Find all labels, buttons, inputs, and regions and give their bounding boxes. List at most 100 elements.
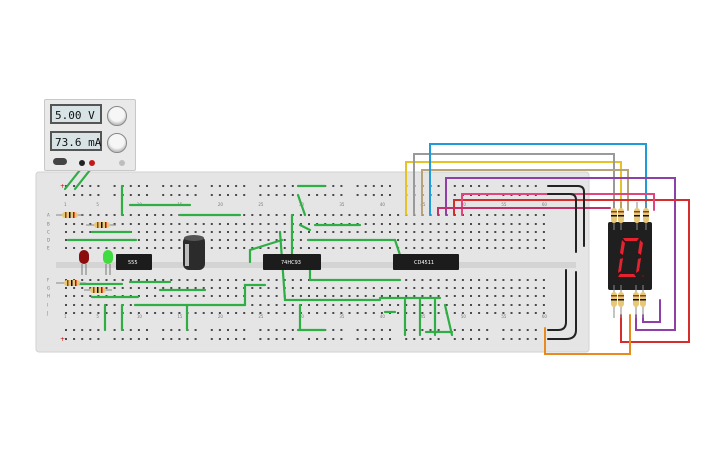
breadboard-hole[interactable] — [275, 338, 278, 340]
breadboard-hole[interactable] — [461, 338, 464, 340]
breadboard-hole[interactable] — [194, 223, 197, 225]
breadboard-hole[interactable] — [461, 231, 464, 233]
breadboard-hole[interactable] — [65, 223, 67, 225]
breadboard-hole[interactable] — [316, 338, 319, 340]
breadboard-hole[interactable] — [291, 185, 294, 187]
breadboard-hole[interactable] — [526, 231, 529, 233]
breadboard-hole[interactable] — [97, 247, 100, 249]
breadboard-hole[interactable] — [218, 194, 221, 196]
breadboard-hole[interactable] — [275, 214, 278, 216]
breadboard-hole[interactable] — [178, 312, 181, 314]
breadboard-hole[interactable] — [89, 231, 92, 233]
breadboard-hole[interactable] — [243, 214, 246, 216]
breadboard-hole[interactable] — [308, 231, 310, 233]
breadboard-hole[interactable] — [137, 295, 140, 297]
breadboard-hole[interactable] — [445, 247, 448, 249]
breadboard-hole[interactable] — [202, 295, 205, 297]
breadboard-hole[interactable] — [356, 329, 359, 331]
breadboard-hole[interactable] — [97, 279, 100, 281]
breadboard-hole[interactable] — [227, 223, 229, 225]
breadboard-hole[interactable] — [283, 247, 286, 249]
breadboard-hole[interactable] — [380, 231, 383, 233]
breadboard-hole[interactable] — [437, 231, 440, 233]
breadboard-hole[interactable] — [372, 287, 375, 289]
breadboard-hole[interactable] — [162, 329, 165, 331]
breadboard-hole[interactable] — [348, 247, 351, 249]
breadboard-hole[interactable] — [421, 338, 424, 340]
breadboard-hole[interactable] — [421, 279, 424, 281]
breadboard-hole[interactable] — [332, 185, 335, 187]
breadboard-hole[interactable] — [372, 329, 375, 331]
breadboard-hole[interactable] — [542, 287, 545, 289]
breadboard-hole[interactable] — [445, 287, 448, 289]
breadboard-hole[interactable] — [526, 338, 529, 340]
breadboard-hole[interactable] — [478, 185, 481, 187]
breadboard-hole[interactable] — [154, 214, 157, 216]
breadboard-hole[interactable] — [105, 279, 108, 281]
breadboard-hole[interactable] — [486, 338, 489, 340]
breadboard-hole[interactable] — [413, 279, 416, 281]
breadboard-hole[interactable] — [97, 304, 100, 306]
breadboard-hole[interactable] — [65, 287, 67, 289]
breadboard-hole[interactable] — [389, 329, 391, 331]
breadboard-hole[interactable] — [202, 279, 205, 281]
breadboard-hole[interactable] — [510, 185, 513, 187]
breadboard-hole[interactable] — [65, 279, 67, 281]
breadboard-hole[interactable] — [251, 287, 254, 289]
breadboard-hole[interactable] — [453, 247, 456, 249]
breadboard-hole[interactable] — [275, 295, 278, 297]
breadboard-hole[interactable] — [510, 231, 513, 233]
breadboard-hole[interactable] — [340, 329, 343, 331]
breadboard-hole[interactable] — [299, 214, 302, 216]
breadboard-hole[interactable] — [518, 247, 521, 249]
breadboard-hole[interactable] — [389, 194, 391, 196]
breadboard-hole[interactable] — [235, 239, 238, 241]
breadboard-hole[interactable] — [89, 312, 92, 314]
breadboard-hole[interactable] — [89, 194, 92, 196]
breadboard-hole[interactable] — [162, 185, 165, 187]
breadboard-hole[interactable] — [542, 247, 545, 249]
breadboard-hole[interactable] — [494, 223, 497, 225]
capacitor[interactable] — [183, 235, 205, 270]
breadboard-hole[interactable] — [146, 295, 148, 297]
breadboard-hole[interactable] — [146, 312, 148, 314]
breadboard-hole[interactable] — [267, 279, 270, 281]
breadboard-hole[interactable] — [267, 312, 270, 314]
breadboard-hole[interactable] — [65, 194, 67, 196]
breadboard-hole[interactable] — [380, 312, 383, 314]
breadboard-hole[interactable] — [364, 295, 367, 297]
breadboard-hole[interactable] — [437, 312, 440, 314]
breadboard-hole[interactable] — [332, 312, 335, 314]
breadboard-hole[interactable] — [186, 231, 189, 233]
breadboard-hole[interactable] — [510, 312, 513, 314]
breadboard-hole[interactable] — [121, 279, 124, 281]
breadboard-hole[interactable] — [380, 185, 383, 187]
breadboard-hole[interactable] — [251, 304, 254, 306]
breadboard-hole[interactable] — [510, 279, 513, 281]
breadboard-hole[interactable] — [437, 194, 440, 196]
breadboard-hole[interactable] — [461, 329, 464, 331]
breadboard-hole[interactable] — [97, 194, 100, 196]
breadboard-hole[interactable] — [534, 223, 537, 225]
breadboard-hole[interactable] — [170, 279, 173, 281]
breadboard-hole[interactable] — [356, 338, 359, 340]
breadboard-hole[interactable] — [324, 231, 327, 233]
breadboard-hole[interactable] — [235, 287, 238, 289]
breadboard-hole[interactable] — [461, 247, 464, 249]
breadboard-hole[interactable] — [526, 295, 529, 297]
breadboard-hole[interactable] — [210, 338, 213, 340]
breadboard-hole[interactable] — [154, 239, 157, 241]
breadboard-hole[interactable] — [162, 231, 165, 233]
breadboard-hole[interactable] — [291, 194, 294, 196]
breadboard-hole[interactable] — [251, 214, 254, 216]
breadboard-hole[interactable] — [397, 223, 400, 225]
breadboard-hole[interactable] — [299, 279, 302, 281]
breadboard-hole[interactable] — [73, 295, 76, 297]
breadboard-hole[interactable] — [259, 338, 262, 340]
breadboard-hole[interactable] — [308, 304, 310, 306]
breadboard-hole[interactable] — [259, 295, 262, 297]
breadboard-hole[interactable] — [486, 223, 489, 225]
power-switch[interactable] — [53, 158, 67, 165]
breadboard-hole[interactable] — [170, 338, 173, 340]
breadboard-hole[interactable] — [526, 223, 529, 225]
